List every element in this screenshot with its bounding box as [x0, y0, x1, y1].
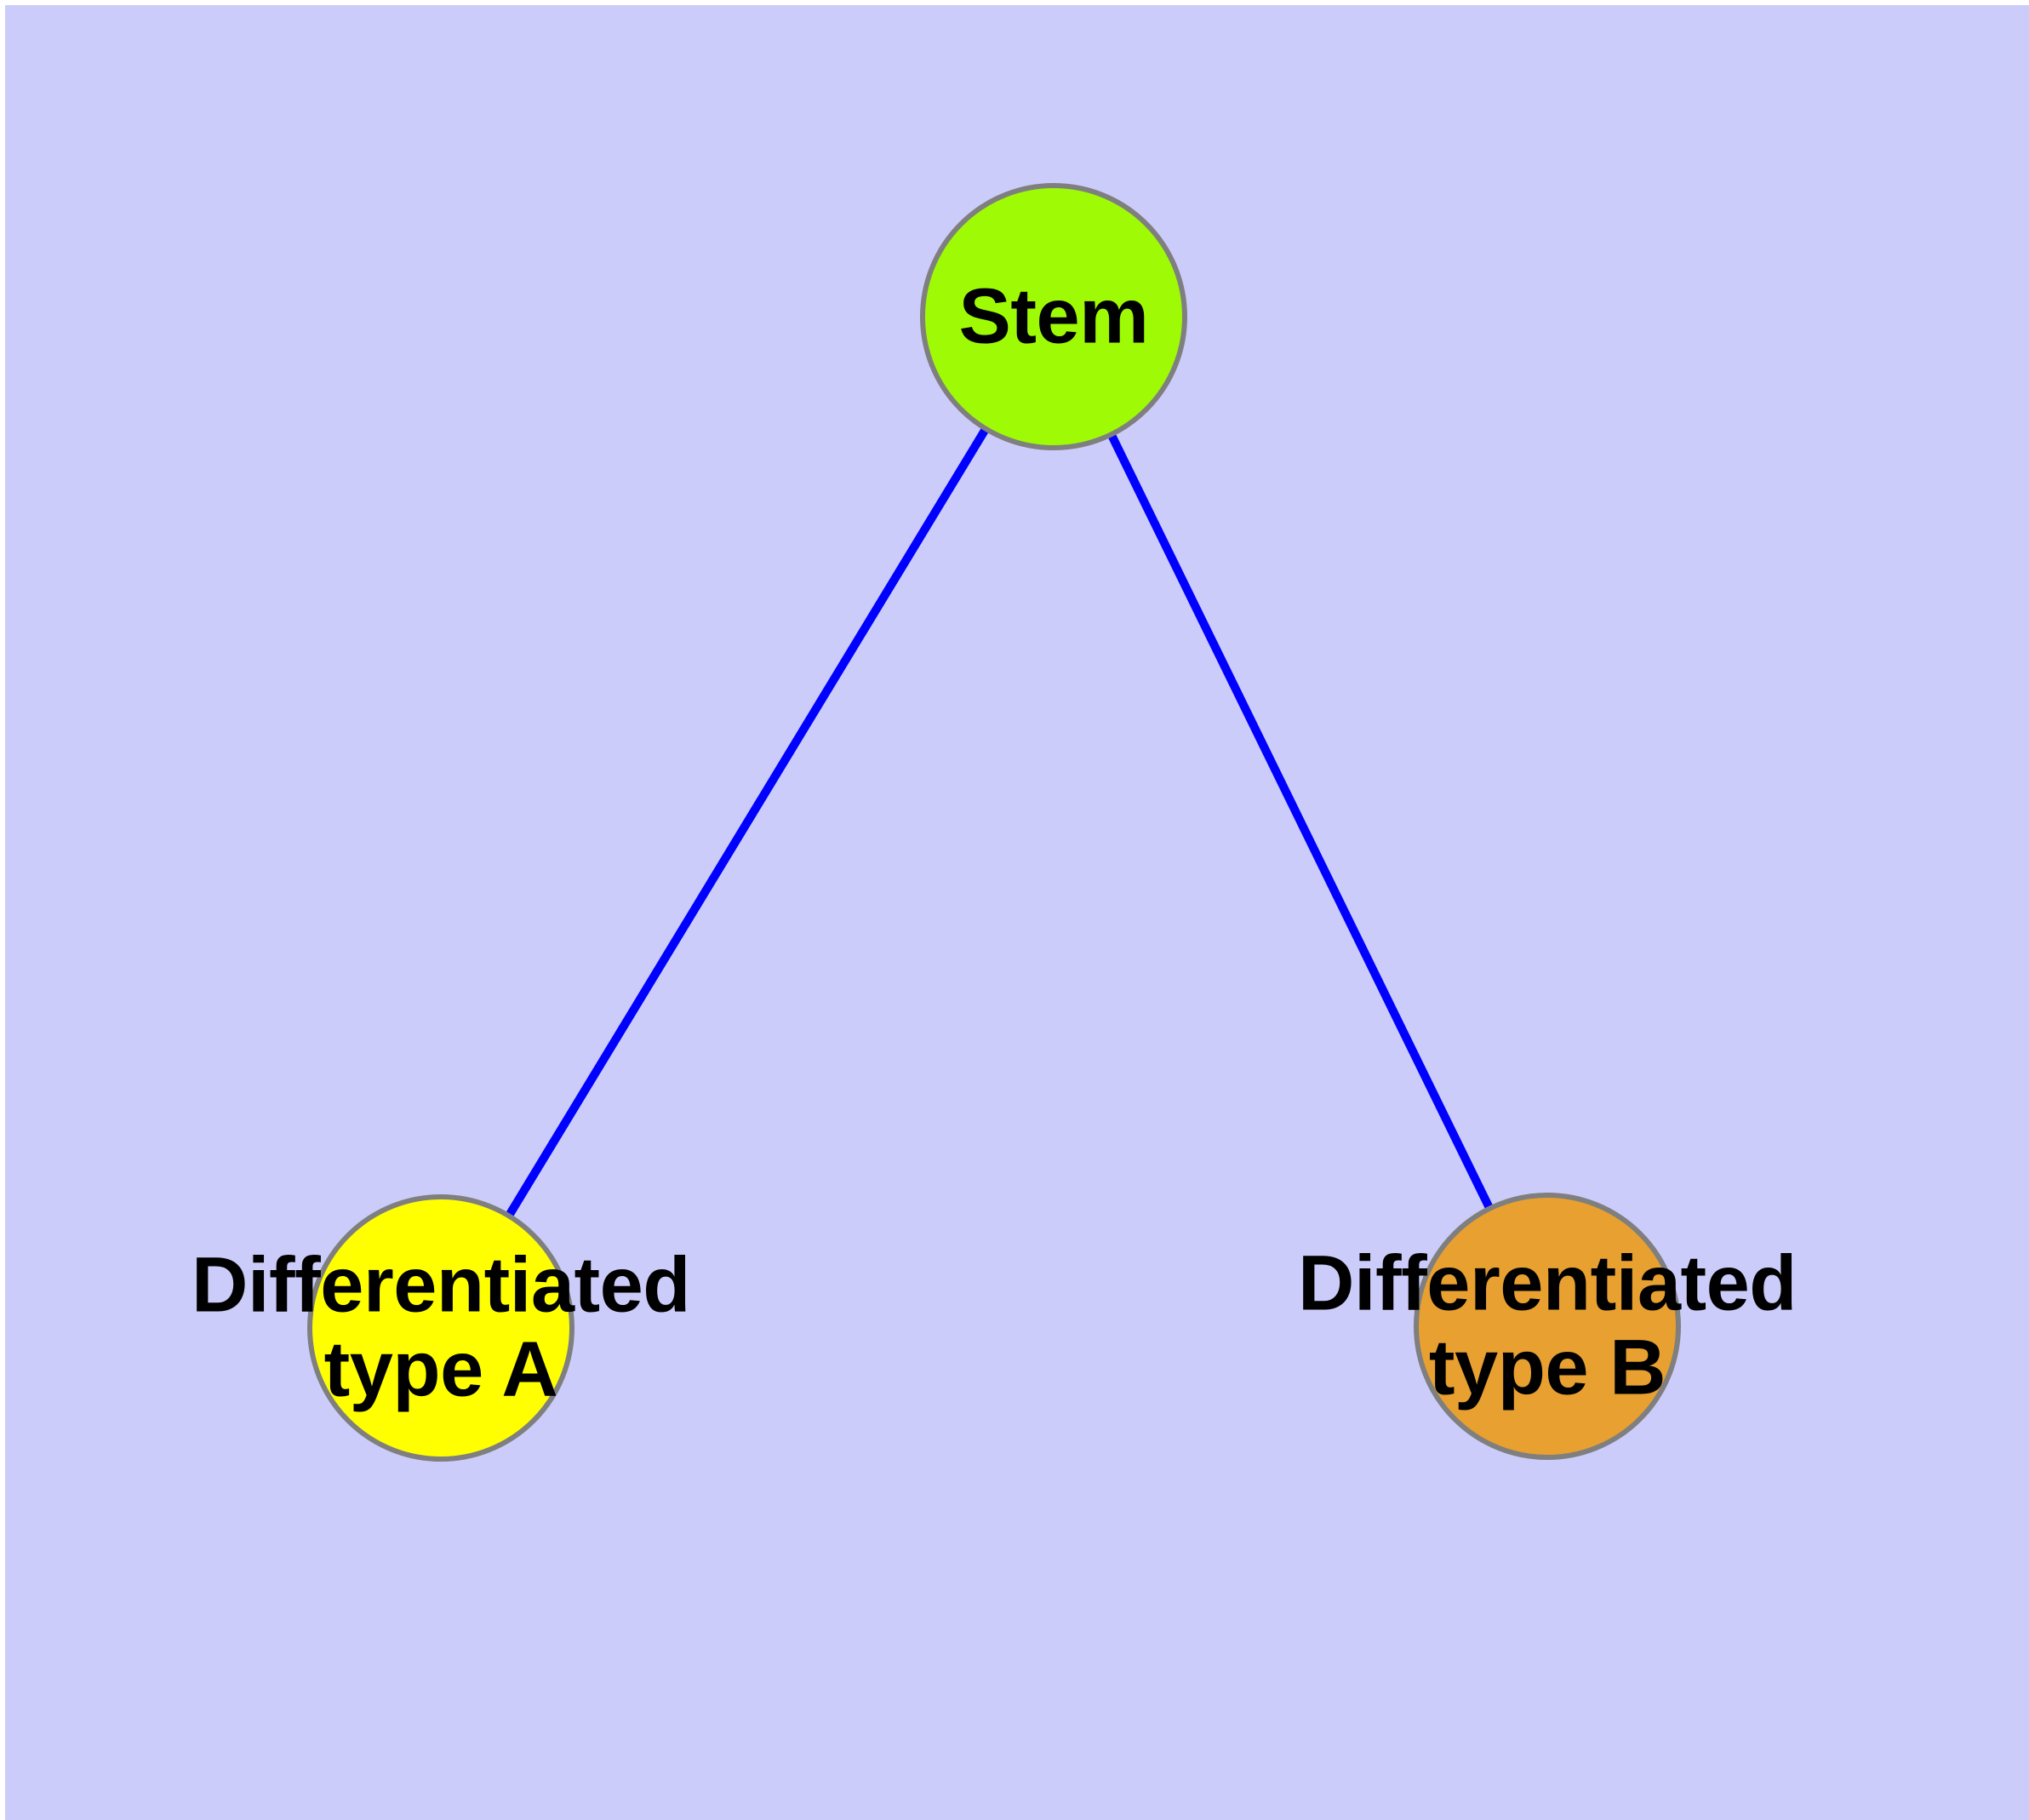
node-circle-diff-a[interactable]	[307, 1194, 574, 1462]
node-circle-diff-b[interactable]	[1414, 1193, 1681, 1460]
node-group	[307, 183, 1681, 1462]
edge-group	[437, 314, 1552, 1331]
edge-stem-to-diff-a	[437, 314, 1058, 1331]
edge-stem-to-diff-b	[1049, 314, 1552, 1329]
node-circle-stem[interactable]	[920, 183, 1187, 450]
